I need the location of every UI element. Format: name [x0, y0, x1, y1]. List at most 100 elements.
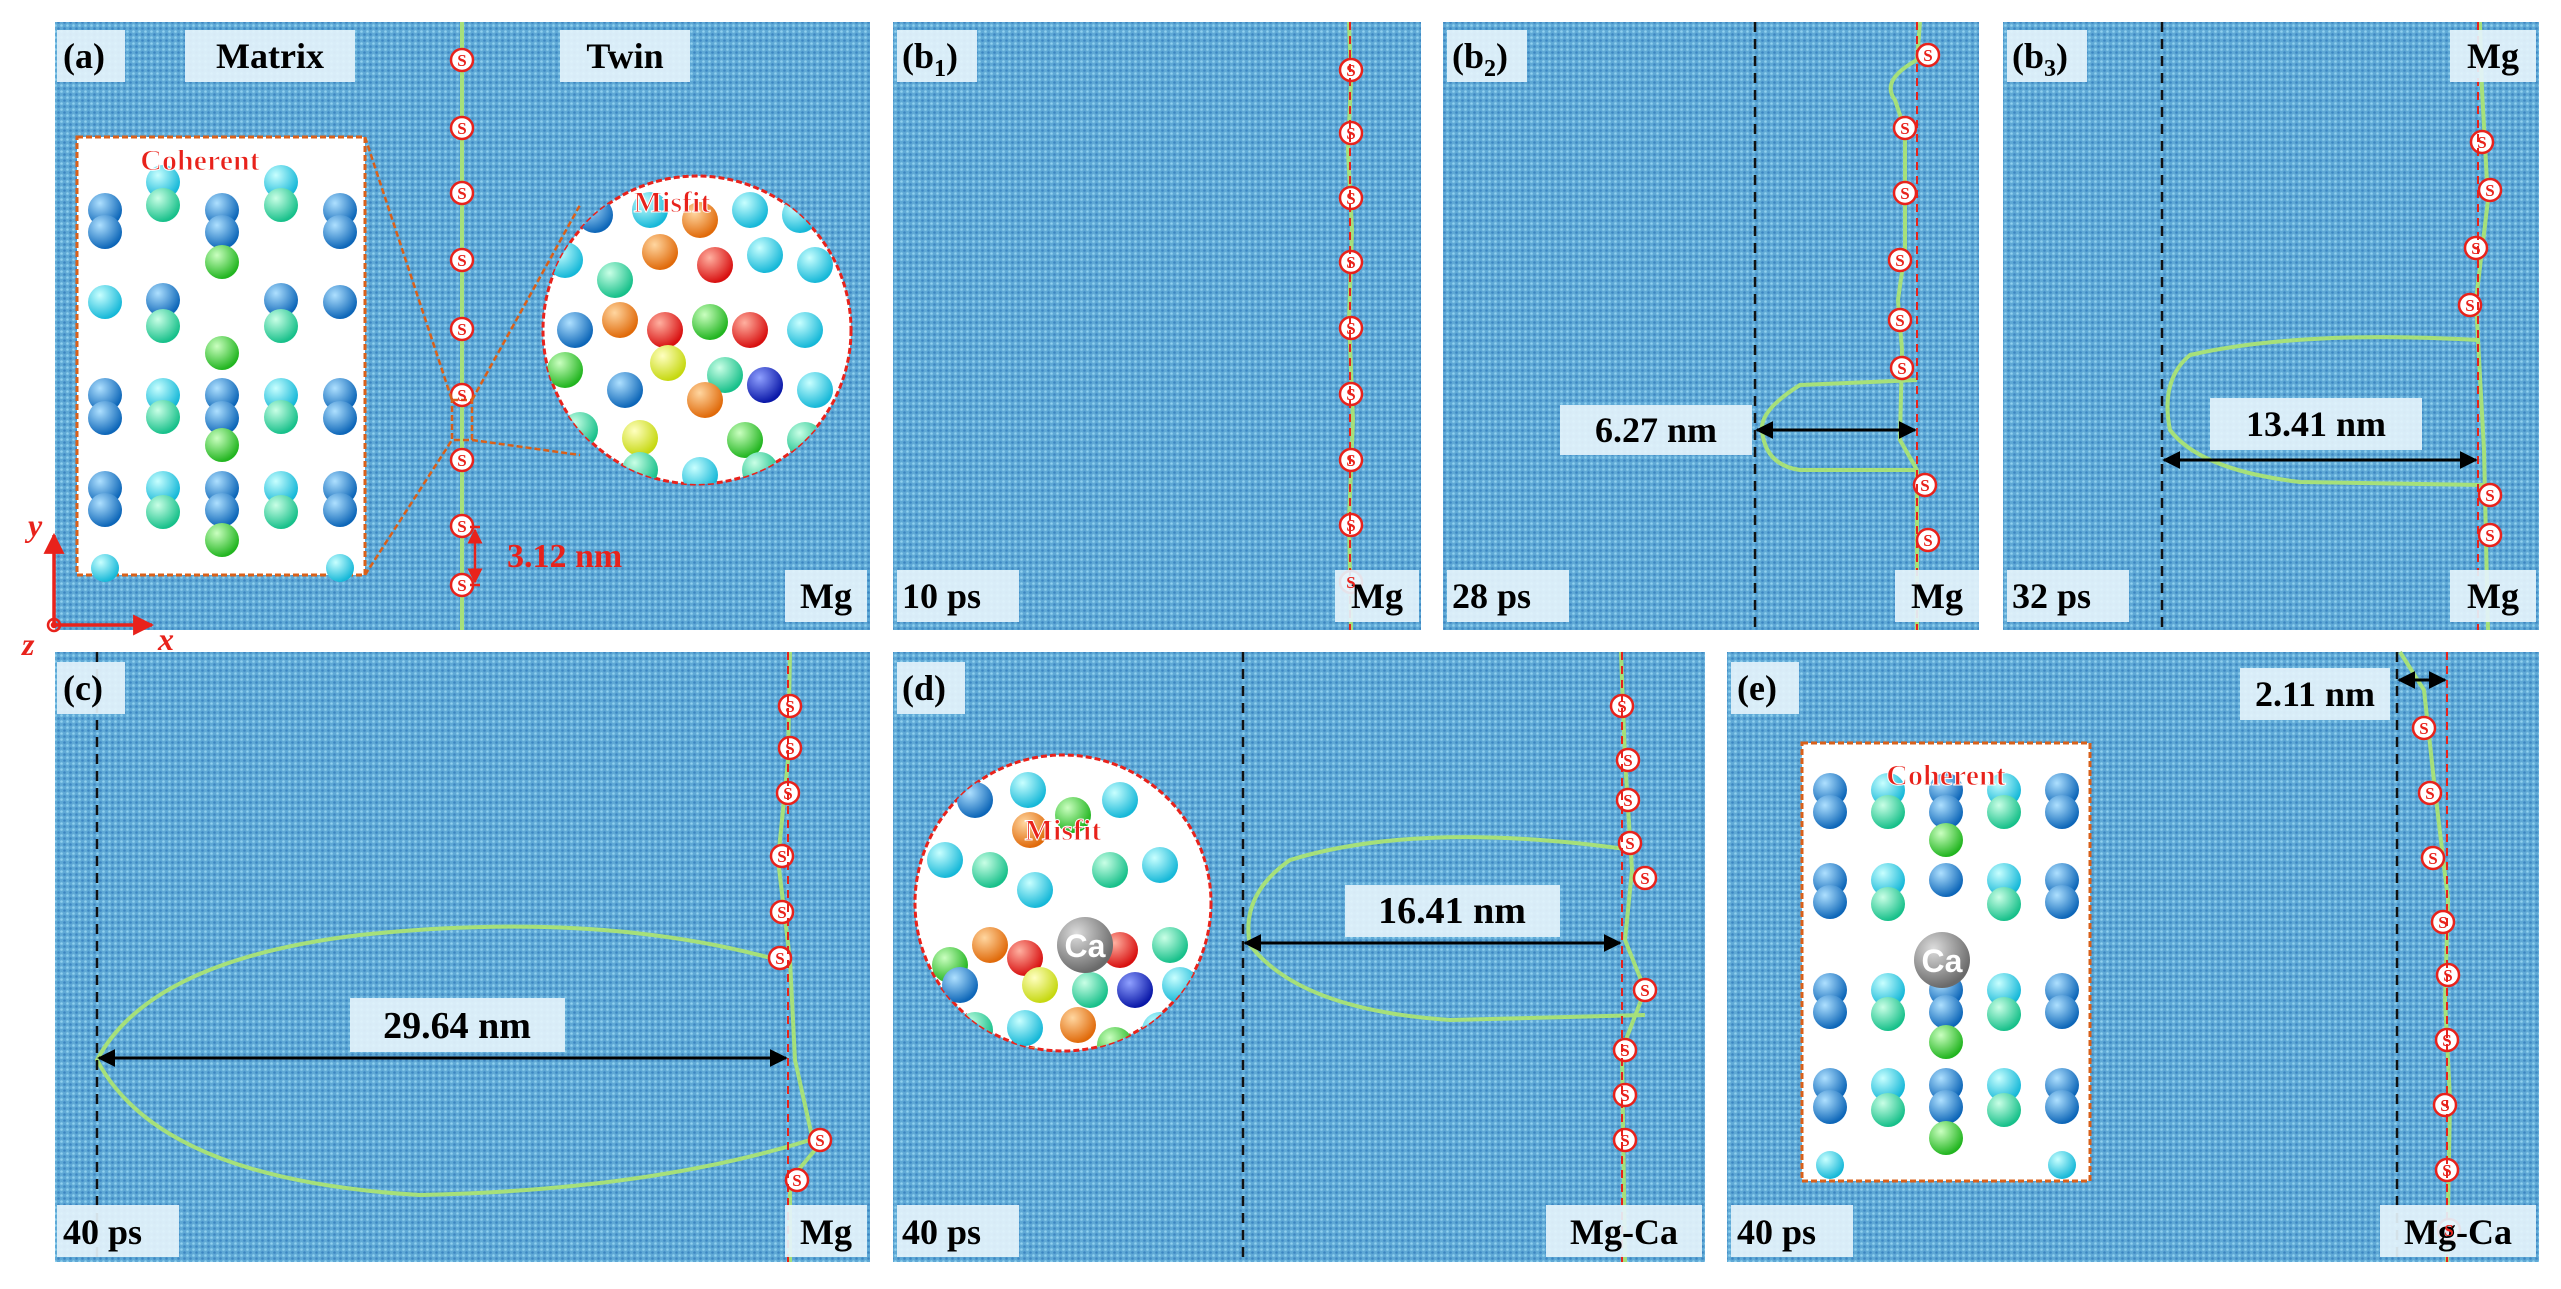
s-marker-letter: S [785, 739, 794, 758]
red-dashed-lines [787, 22, 2479, 1262]
time-d: 40 ps [902, 1212, 981, 1252]
s-marker-letter: S [1346, 451, 1355, 470]
s-marker-letter: S [457, 251, 466, 270]
ca-label-d: Ca [1065, 928, 1106, 964]
s-marker-letter: S [777, 903, 786, 922]
spacing-bracket-a [467, 525, 483, 587]
time-c: 40 ps [63, 1212, 142, 1252]
ca-label-e: Ca [1922, 943, 1963, 979]
s-marker-letter: S [1900, 119, 1909, 138]
inset-connectors-a [363, 136, 582, 576]
material-b3-top: Mg [2467, 36, 2519, 76]
axis-y-label: y [24, 507, 43, 543]
s-marker-letter: S [1620, 1086, 1629, 1105]
s-marker-letter: S [2485, 181, 2494, 200]
s-marker-letter: S [1346, 516, 1355, 535]
s-marker-letter: S [457, 517, 466, 536]
s-marker-letter: S [2442, 1161, 2451, 1180]
measure-b2: 6.27 nm [1595, 410, 1717, 450]
s-marker-letter: S [1895, 251, 1904, 270]
s-marker-letter: S [1625, 834, 1634, 853]
s-marker-letter: S [1923, 531, 1932, 550]
measure-e: 2.11 nm [2255, 674, 2375, 714]
s-marker-letter: S [2443, 966, 2452, 985]
coherent-label-a: Coherent [140, 144, 259, 177]
s-marker-letter: S [1346, 124, 1355, 143]
s-marker-letter: S [1346, 573, 1355, 592]
coherent-inset-a: Coherent [75, 135, 367, 582]
s-marker-letter: S [785, 697, 794, 716]
panel-b3 [2003, 22, 2539, 630]
material-a: Mg [800, 576, 852, 616]
misfit-label-d: Misfit [1025, 814, 1102, 847]
material-b1: Mg [1351, 576, 1403, 616]
label-boxes [57, 30, 2536, 1257]
s-marker-letter: S [2428, 849, 2437, 868]
s-marker-letter: S [792, 1171, 801, 1190]
s-marker-letter: S [815, 1131, 824, 1150]
panel-label-e: (e) [1737, 668, 1777, 708]
s-marker-letter: S [1346, 319, 1355, 338]
s-marker-letter: S [1346, 189, 1355, 208]
s-marker-letter: S [1895, 311, 1904, 330]
s-marker-letter: S [2442, 1031, 2451, 1050]
panel-label-b1: (b1) [902, 36, 958, 82]
s-marker-letter: S [457, 451, 466, 470]
s-marker-letter: S [1346, 61, 1355, 80]
s-marker-letter: S [2438, 913, 2447, 932]
material-b3: Mg [2467, 576, 2519, 616]
s-marker-letters: S S S S S S S S S S S S S S S S S S S S S S S S S S S S S S S S S S S S S S S S… [457, 46, 2494, 1240]
s-marker-letter: S [1640, 981, 1649, 1000]
s-marker-letter: S [2425, 784, 2434, 803]
material-d: Mg-Ca [1570, 1212, 1678, 1252]
s-marker-letter: S [1897, 359, 1906, 378]
s-marker-letter: S [2465, 296, 2474, 315]
panel-label-c: (c) [63, 668, 103, 708]
s-marker-letter: S [1346, 385, 1355, 404]
panel-label-b3: (b3) [2012, 36, 2068, 82]
s-marker-letter: S [457, 576, 466, 595]
s-marker-letter: S [1923, 46, 1932, 65]
s-marker-letter: S [2485, 486, 2494, 505]
s-marker-letter: S [2471, 239, 2480, 258]
s-marker-letter: S [775, 949, 784, 968]
measure-c: 29.64 nm [383, 1005, 531, 1047]
s-marker-letter: S [2477, 133, 2486, 152]
s-marker-letter: S [457, 184, 466, 203]
s-marker-letter: S [457, 119, 466, 138]
panel-label-d: (d) [902, 668, 946, 708]
s-marker-letter: S [1620, 1131, 1629, 1150]
s-marker-letter: S [457, 320, 466, 339]
panel-label-b2: (b2) [1452, 36, 1508, 82]
panel-label-a: (a) [63, 36, 105, 76]
coherent-label-e: Coherent [1886, 759, 2005, 792]
coherent-inset-e: Ca Coherent [1800, 741, 2092, 1183]
material-c: Mg [800, 1212, 852, 1252]
time-e: 40 ps [1737, 1212, 1816, 1252]
measure-d: 16.41 nm [1378, 890, 1526, 932]
s-marker-letter: S [783, 784, 792, 803]
s-marker-letter: S [457, 386, 466, 405]
time-b3: 32 ps [2012, 576, 2091, 616]
s-marker-letter: S [1640, 869, 1649, 888]
s-marker-letter: S [777, 847, 786, 866]
panel-c [55, 652, 870, 1262]
s-marker-letter: S [457, 51, 466, 70]
s-marker-letter: S [1346, 253, 1355, 272]
measure-b3: 13.41 nm [2246, 404, 2386, 444]
spacing-label-a: 3.12 nm [507, 538, 622, 575]
misfit-label-a: Misfit [634, 186, 711, 219]
s-marker-letter: S [2444, 1221, 2453, 1240]
axis-z-label: z [21, 626, 35, 662]
s-marker-letter: S [1920, 476, 1929, 495]
measure-arrows [97, 421, 2478, 1067]
measure-boxes [350, 398, 2422, 1052]
s-marker-letter: S [2419, 719, 2428, 738]
s-marker-letter: S [1623, 791, 1632, 810]
panel-b1 [893, 22, 1421, 630]
twin-title: Twin [586, 36, 663, 76]
s-marker-letter: S [1900, 184, 1909, 203]
coordinate-axes [43, 532, 155, 636]
matrix-title: Matrix [216, 36, 324, 76]
